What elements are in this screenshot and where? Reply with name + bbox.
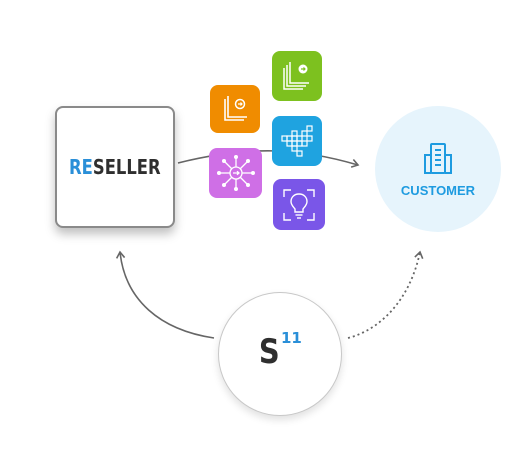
s11-logo-number: 11 [281, 329, 302, 347]
s11-circle: S 11 [218, 292, 342, 416]
network-hub-icon [216, 155, 255, 191]
customer-label: CUSTOMER [400, 182, 476, 198]
building-icon [424, 142, 452, 174]
s11-logo: S 11 [257, 331, 303, 377]
stacked-layers-icon [283, 62, 309, 90]
lightbulb-icon [283, 188, 315, 221]
app-tile-violet [273, 179, 325, 230]
reseller-card: RESELLER [55, 106, 175, 228]
reseller-logo: RESELLER [69, 155, 161, 179]
reseller-logo-suffix: SELLER [93, 155, 161, 179]
app-tile-purple [209, 148, 262, 198]
reseller-logo-prefix: RE [69, 155, 94, 179]
pixel-grid-icon [281, 125, 313, 157]
app-tile-green [272, 51, 322, 101]
app-tile-blue [272, 116, 322, 166]
customer-circle: CUSTOMER [375, 106, 501, 232]
s11-to-reseller-arrow [115, 250, 215, 339]
s11-logo-letter: S [258, 332, 280, 372]
app-tile-orange [210, 85, 260, 133]
reseller-to-customer-arrow [177, 150, 360, 168]
s11-to-customer-dotted-arrow [347, 250, 424, 339]
stacked-pages-icon [224, 96, 247, 121]
